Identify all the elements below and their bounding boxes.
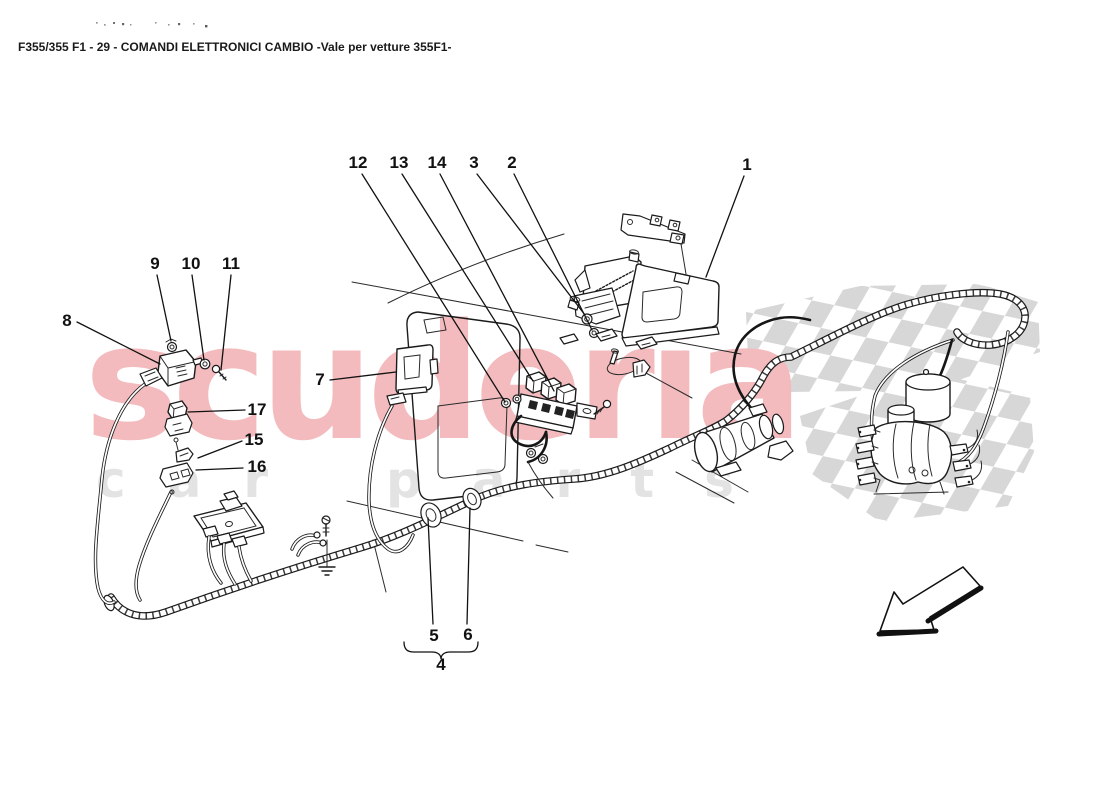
callout-label-5: 5: [429, 626, 438, 645]
callout-label-12: 12: [349, 153, 368, 172]
relay-8-connector: [139, 367, 163, 387]
chassis-line-long: [351, 281, 742, 355]
leader-line-13: [401, 173, 534, 382]
grommet-5: [420, 502, 442, 528]
leader-line-17: [187, 409, 246, 413]
callout-label-7: 7: [315, 370, 324, 389]
unit-mount-lines: [873, 479, 949, 495]
switch-connector-2: [216, 532, 233, 545]
ecu-spring-clips: [559, 328, 658, 350]
callout-label-8: 8: [62, 311, 71, 330]
ecu-7-body: [395, 344, 434, 394]
callout-label-14: 14: [428, 153, 447, 172]
support-screw: [593, 399, 612, 415]
relay-17: [164, 400, 193, 451]
actuator-connector: [748, 403, 768, 417]
leader-line-6: [466, 507, 471, 625]
callout-label-16: 16: [248, 457, 267, 476]
relay-support-assembly: [500, 371, 612, 499]
branch-wires: [93, 382, 415, 605]
leader-line-16: [195, 467, 244, 471]
relay-17-connector: [164, 413, 193, 437]
callout-label-10: 10: [182, 254, 201, 273]
callout-label-4: 4: [436, 655, 446, 674]
leader-line-5: [427, 517, 434, 625]
actuator-bracket: [715, 461, 742, 477]
watermark-tagline-word1: car: [96, 451, 310, 509]
leader-line-9: [156, 274, 172, 342]
leader-line-8: [76, 321, 161, 365]
dashboard-edge-curve: [387, 233, 565, 304]
switch-plate-assembly: [193, 490, 265, 586]
leader-line-1: [705, 175, 745, 278]
chassis-line-short: [645, 372, 693, 399]
leader-line-11: [220, 274, 232, 371]
screw-11: [211, 364, 227, 381]
harness-clips: [525, 443, 549, 465]
clip-15: [175, 447, 194, 463]
grommet-6: [462, 487, 482, 511]
ground-point: [290, 515, 336, 576]
console-slot: [423, 316, 447, 334]
callout-label-11: 11: [222, 254, 240, 273]
callout-labels: 1 2 3 4 5 6 7 8 9 10 11 12 13 14 15 16 1…: [62, 153, 751, 674]
group-brace-4: [403, 641, 479, 660]
support-washers: [500, 394, 522, 409]
hydraulic-power-unit: [855, 368, 983, 495]
scan-artifacts: [96, 22, 208, 28]
leader-line-14: [439, 173, 555, 392]
gearbox-actuator: [693, 403, 794, 477]
callout-label-15: 15: [245, 430, 264, 449]
washer-10: [199, 358, 211, 370]
leader-line-2: [513, 173, 593, 331]
ecu-7-connector: [386, 392, 407, 406]
leader-line-12: [361, 173, 506, 403]
callout-label-1: 1: [742, 155, 751, 174]
connector-latch: [574, 269, 591, 293]
page-title: F355/355 F1 - 29 - COMANDI ELETTRONICI C…: [18, 40, 451, 54]
floor-line-dash: [535, 544, 569, 553]
leader-line-10: [191, 274, 205, 361]
flag-band-upper: [746, 284, 1040, 392]
floor-line-right: [675, 471, 735, 504]
floor-edge-line: [372, 539, 387, 593]
ecu-bracket: [620, 213, 687, 275]
solenoid-connectors-left: [855, 424, 881, 486]
harness-spiral-wrap: [107, 289, 1029, 620]
connector-16: [159, 462, 194, 495]
direction-arrow-icon: [876, 566, 984, 637]
solenoid-connectors-right: [949, 429, 983, 488]
switch-connector-3: [231, 535, 248, 548]
switch-connector-1: [202, 525, 219, 538]
ground-symbol: [318, 566, 336, 576]
callout-label-9: 9: [150, 254, 159, 273]
callout-label-17: 17: [248, 400, 267, 419]
leader-line-15: [197, 440, 243, 459]
callout-label-3: 3: [469, 153, 478, 172]
actuator-cable-loop: [732, 315, 812, 414]
ecu-7: [386, 344, 439, 406]
ecu-body: [621, 263, 720, 347]
support-tab: [576, 402, 598, 420]
callout-label-2: 2: [507, 153, 516, 172]
leader-line-3: [476, 173, 586, 316]
relay-8-assembly: [139, 338, 227, 387]
relay-wires: [510, 414, 548, 448]
leader-line-7: [329, 371, 397, 381]
relay-c: [555, 383, 577, 406]
rubber-mount: [606, 348, 651, 378]
callout-label-13: 13: [390, 153, 409, 172]
leader-lines: [76, 173, 745, 660]
hose-right-core: [954, 331, 1009, 465]
callout-label-6: 6: [463, 625, 472, 644]
